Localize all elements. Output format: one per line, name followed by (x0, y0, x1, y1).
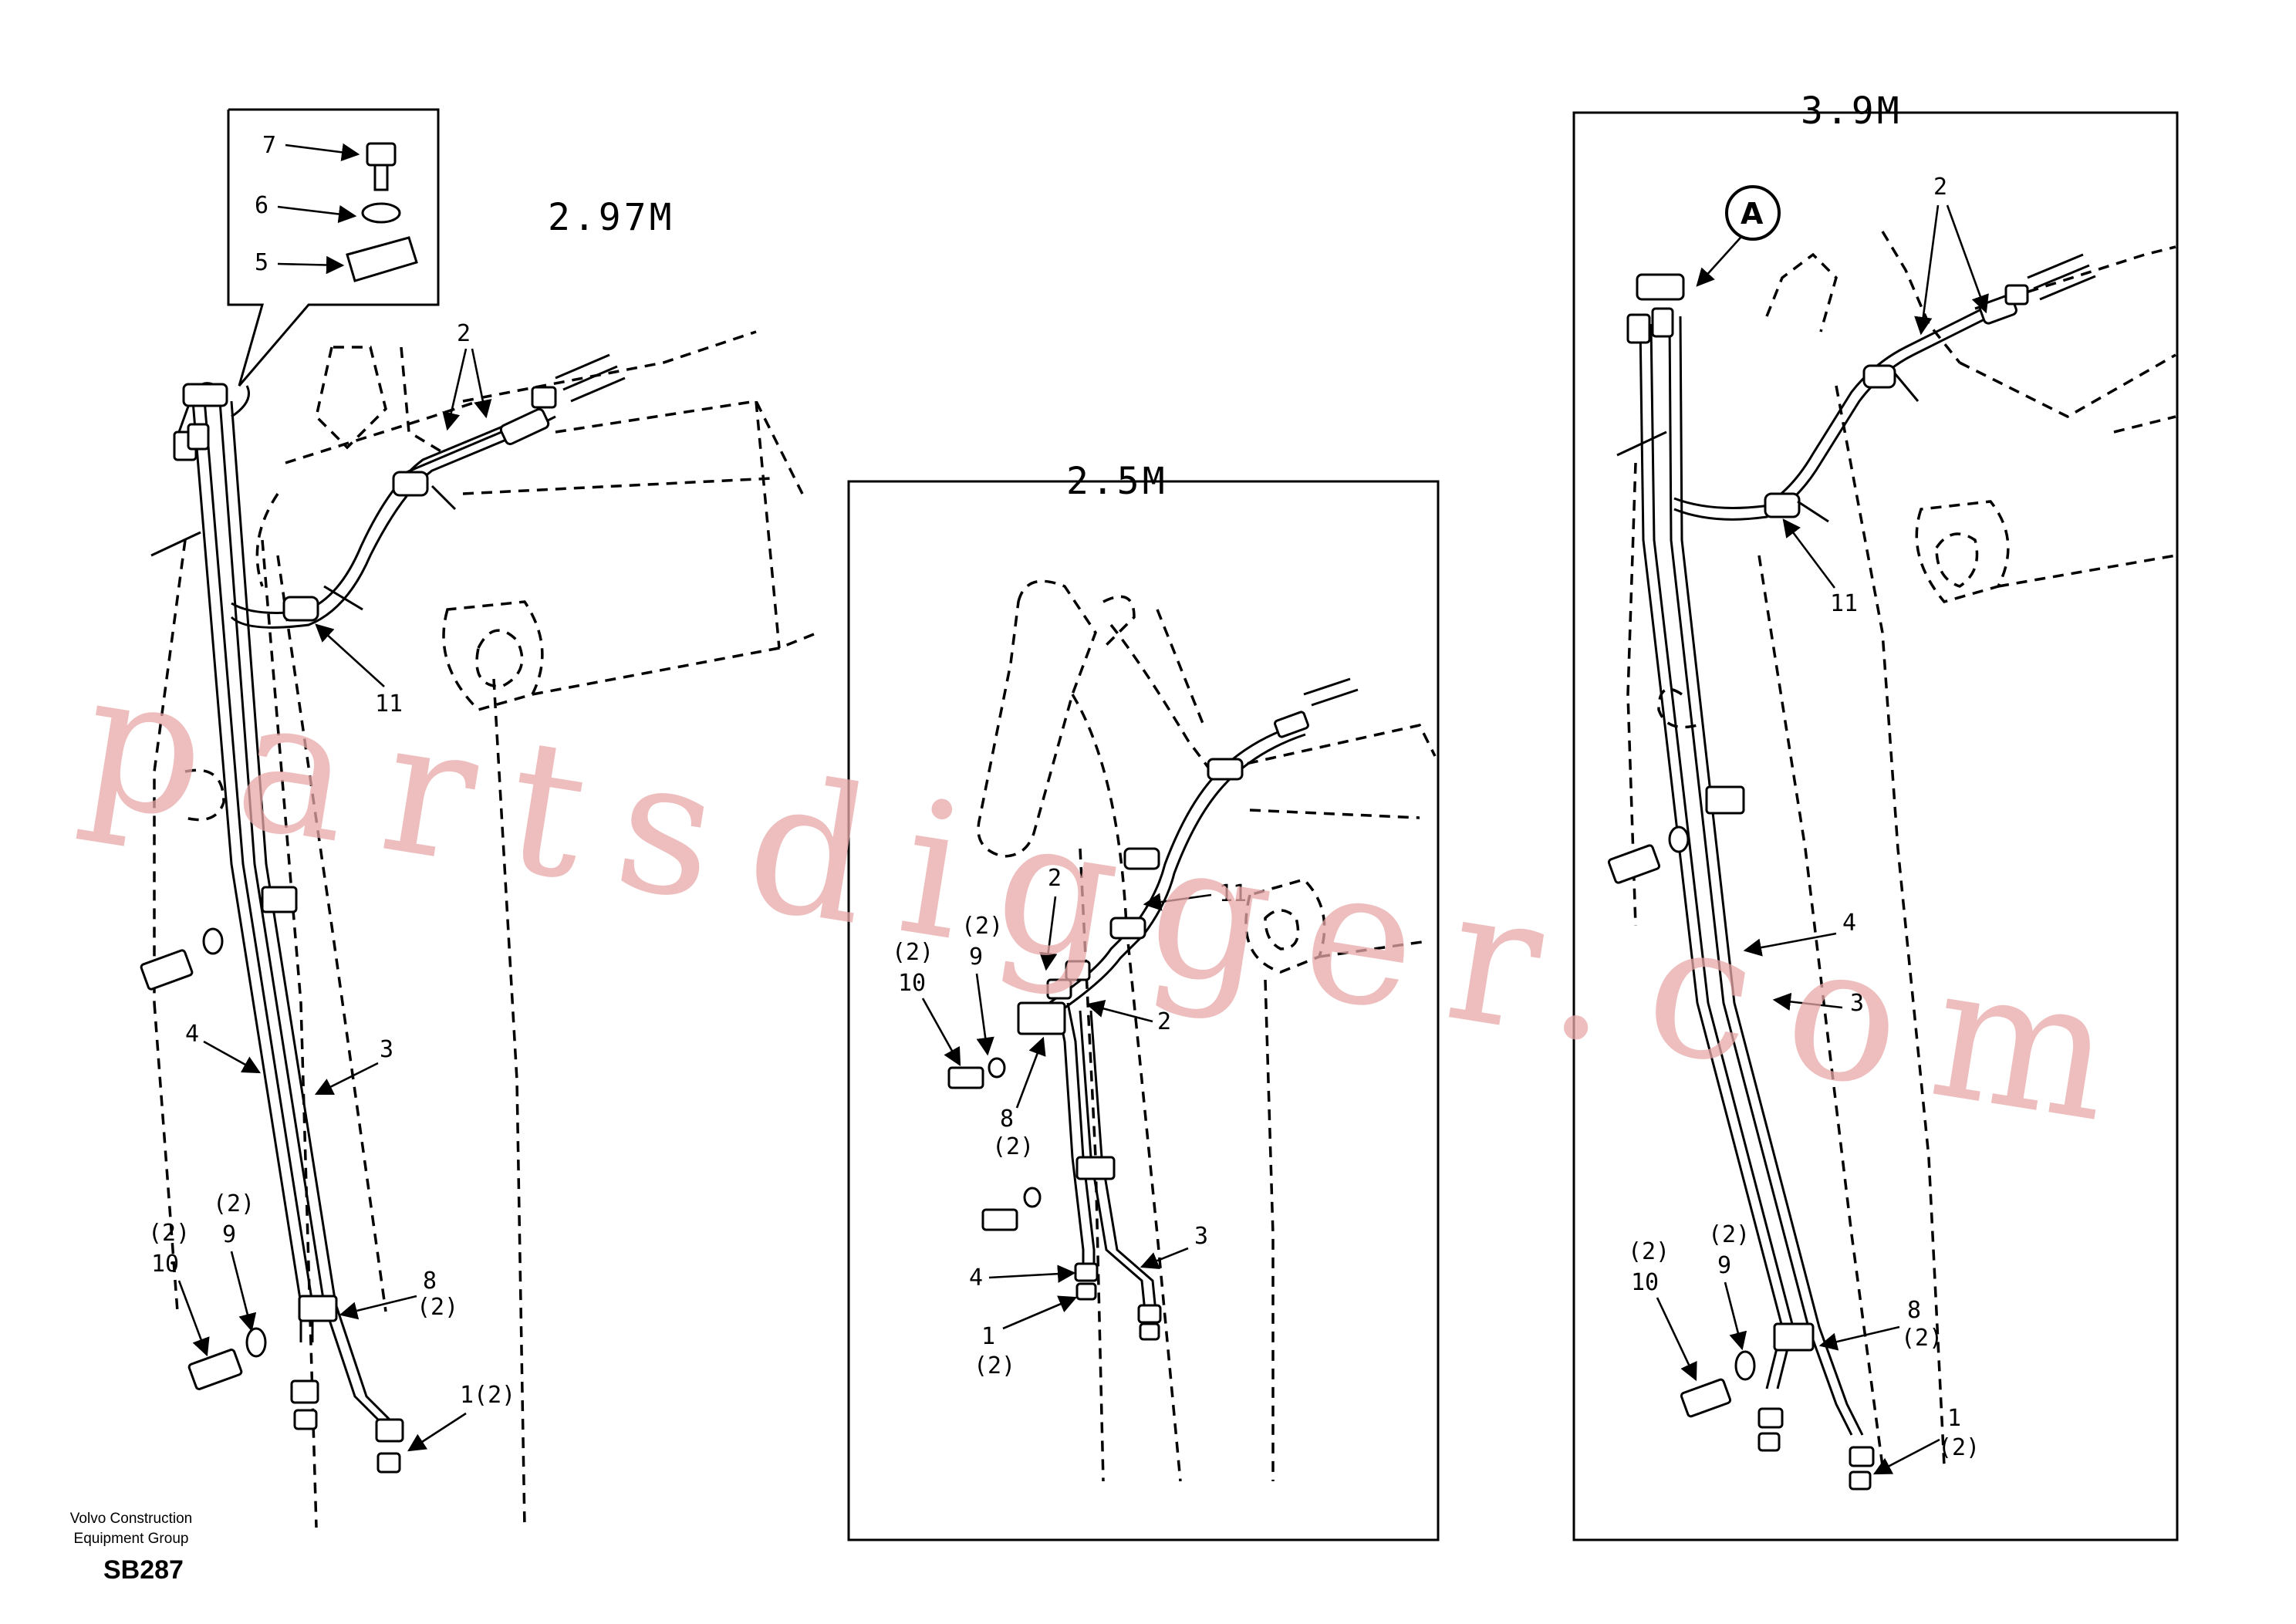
boom-outline (977, 579, 1437, 1482)
callout: 6 (255, 192, 268, 219)
boom-outline (1626, 231, 2176, 1467)
callout: (2) (1708, 1221, 1750, 1248)
fittings (947, 677, 1359, 1341)
callouts-view-1: 7 6 5 2 11 4 3 (2) 10 (2) 9 8 (2) 1(2) (148, 132, 515, 1452)
callout: (2) (148, 1220, 190, 1247)
callout: 2 (457, 320, 471, 347)
view-3-9m: 3.9M (1572, 89, 2179, 1541)
callout: 7 (262, 132, 276, 159)
callout: 2 (1048, 865, 1062, 892)
callout: 3 (1194, 1223, 1208, 1250)
callouts-view-3: 2 11 4 3 (2) 10 (2) 9 8 (2) 1 (2) (1628, 174, 1989, 1475)
view-title: 2.5M (1066, 460, 1168, 503)
view-2-5m: 2.5M (847, 460, 1440, 1541)
callout: 11 (375, 690, 403, 717)
view-2-97m: 7 6 5 2 11 4 3 (2) 10 (2) 9 8 (2) 1(2) (140, 108, 819, 1528)
view-title: 3.9M (1801, 89, 1903, 133)
boom-outline (153, 330, 819, 1528)
callouts-view-2: 2 11 (2) 10 (2) 9 2 8 (2) 3 4 1 (2) (892, 865, 1247, 1379)
callout: (2) (213, 1190, 255, 1217)
diagram-code: SB287 (103, 1555, 184, 1585)
callout: 5 (255, 249, 268, 276)
callout: (2) (417, 1294, 458, 1321)
callout: 4 (969, 1264, 983, 1291)
callout: 10 (151, 1251, 179, 1278)
callout: (2) (974, 1352, 1015, 1379)
callout: (2) (892, 939, 934, 966)
callout: 10 (1631, 1269, 1659, 1296)
callout: 4 (185, 1021, 199, 1048)
callout: 8 (1000, 1106, 1014, 1133)
callout: 1(2) (460, 1382, 515, 1409)
manufacturer-credit: Volvo Construction Equipment Group (46, 1509, 216, 1549)
detail-inset (227, 108, 440, 387)
fittings (140, 353, 626, 1474)
manufacturer-line-1: Volvo Construction (69, 1511, 193, 1527)
view-title: 2.97M (548, 196, 675, 239)
callout: 8 (423, 1268, 437, 1295)
detail-marker-a: A (1741, 197, 1764, 231)
manufacturer-line-2: Equipment Group (73, 1531, 189, 1547)
callout: 2 (1157, 1008, 1171, 1035)
callout: 1 (1947, 1405, 1961, 1432)
callout: (2) (961, 913, 1003, 940)
callout: 9 (969, 944, 983, 971)
callout: 11 (1830, 590, 1858, 617)
callout: 9 (1717, 1252, 1731, 1279)
callout: 1 (981, 1323, 995, 1350)
callout: 3 (380, 1036, 393, 1063)
callout: (2) (1938, 1434, 1980, 1461)
detail-marker-circle (1725, 185, 1781, 241)
callout: 8 (1907, 1297, 1921, 1324)
callout: (2) (1628, 1238, 1670, 1265)
callout: (2) (992, 1133, 1034, 1160)
callout: 3 (1850, 990, 1864, 1017)
callout: 11 (1219, 880, 1247, 907)
hydraulic-lines (1639, 299, 2007, 1436)
callout: 4 (1842, 910, 1856, 937)
watermark: partsdigger.com (70, 630, 2163, 1169)
callout: 10 (898, 970, 926, 997)
callout: 2 (1933, 174, 1947, 201)
callout: 9 (222, 1221, 236, 1248)
fittings: A (1607, 185, 2096, 1491)
callout: (2) (1901, 1325, 1943, 1352)
